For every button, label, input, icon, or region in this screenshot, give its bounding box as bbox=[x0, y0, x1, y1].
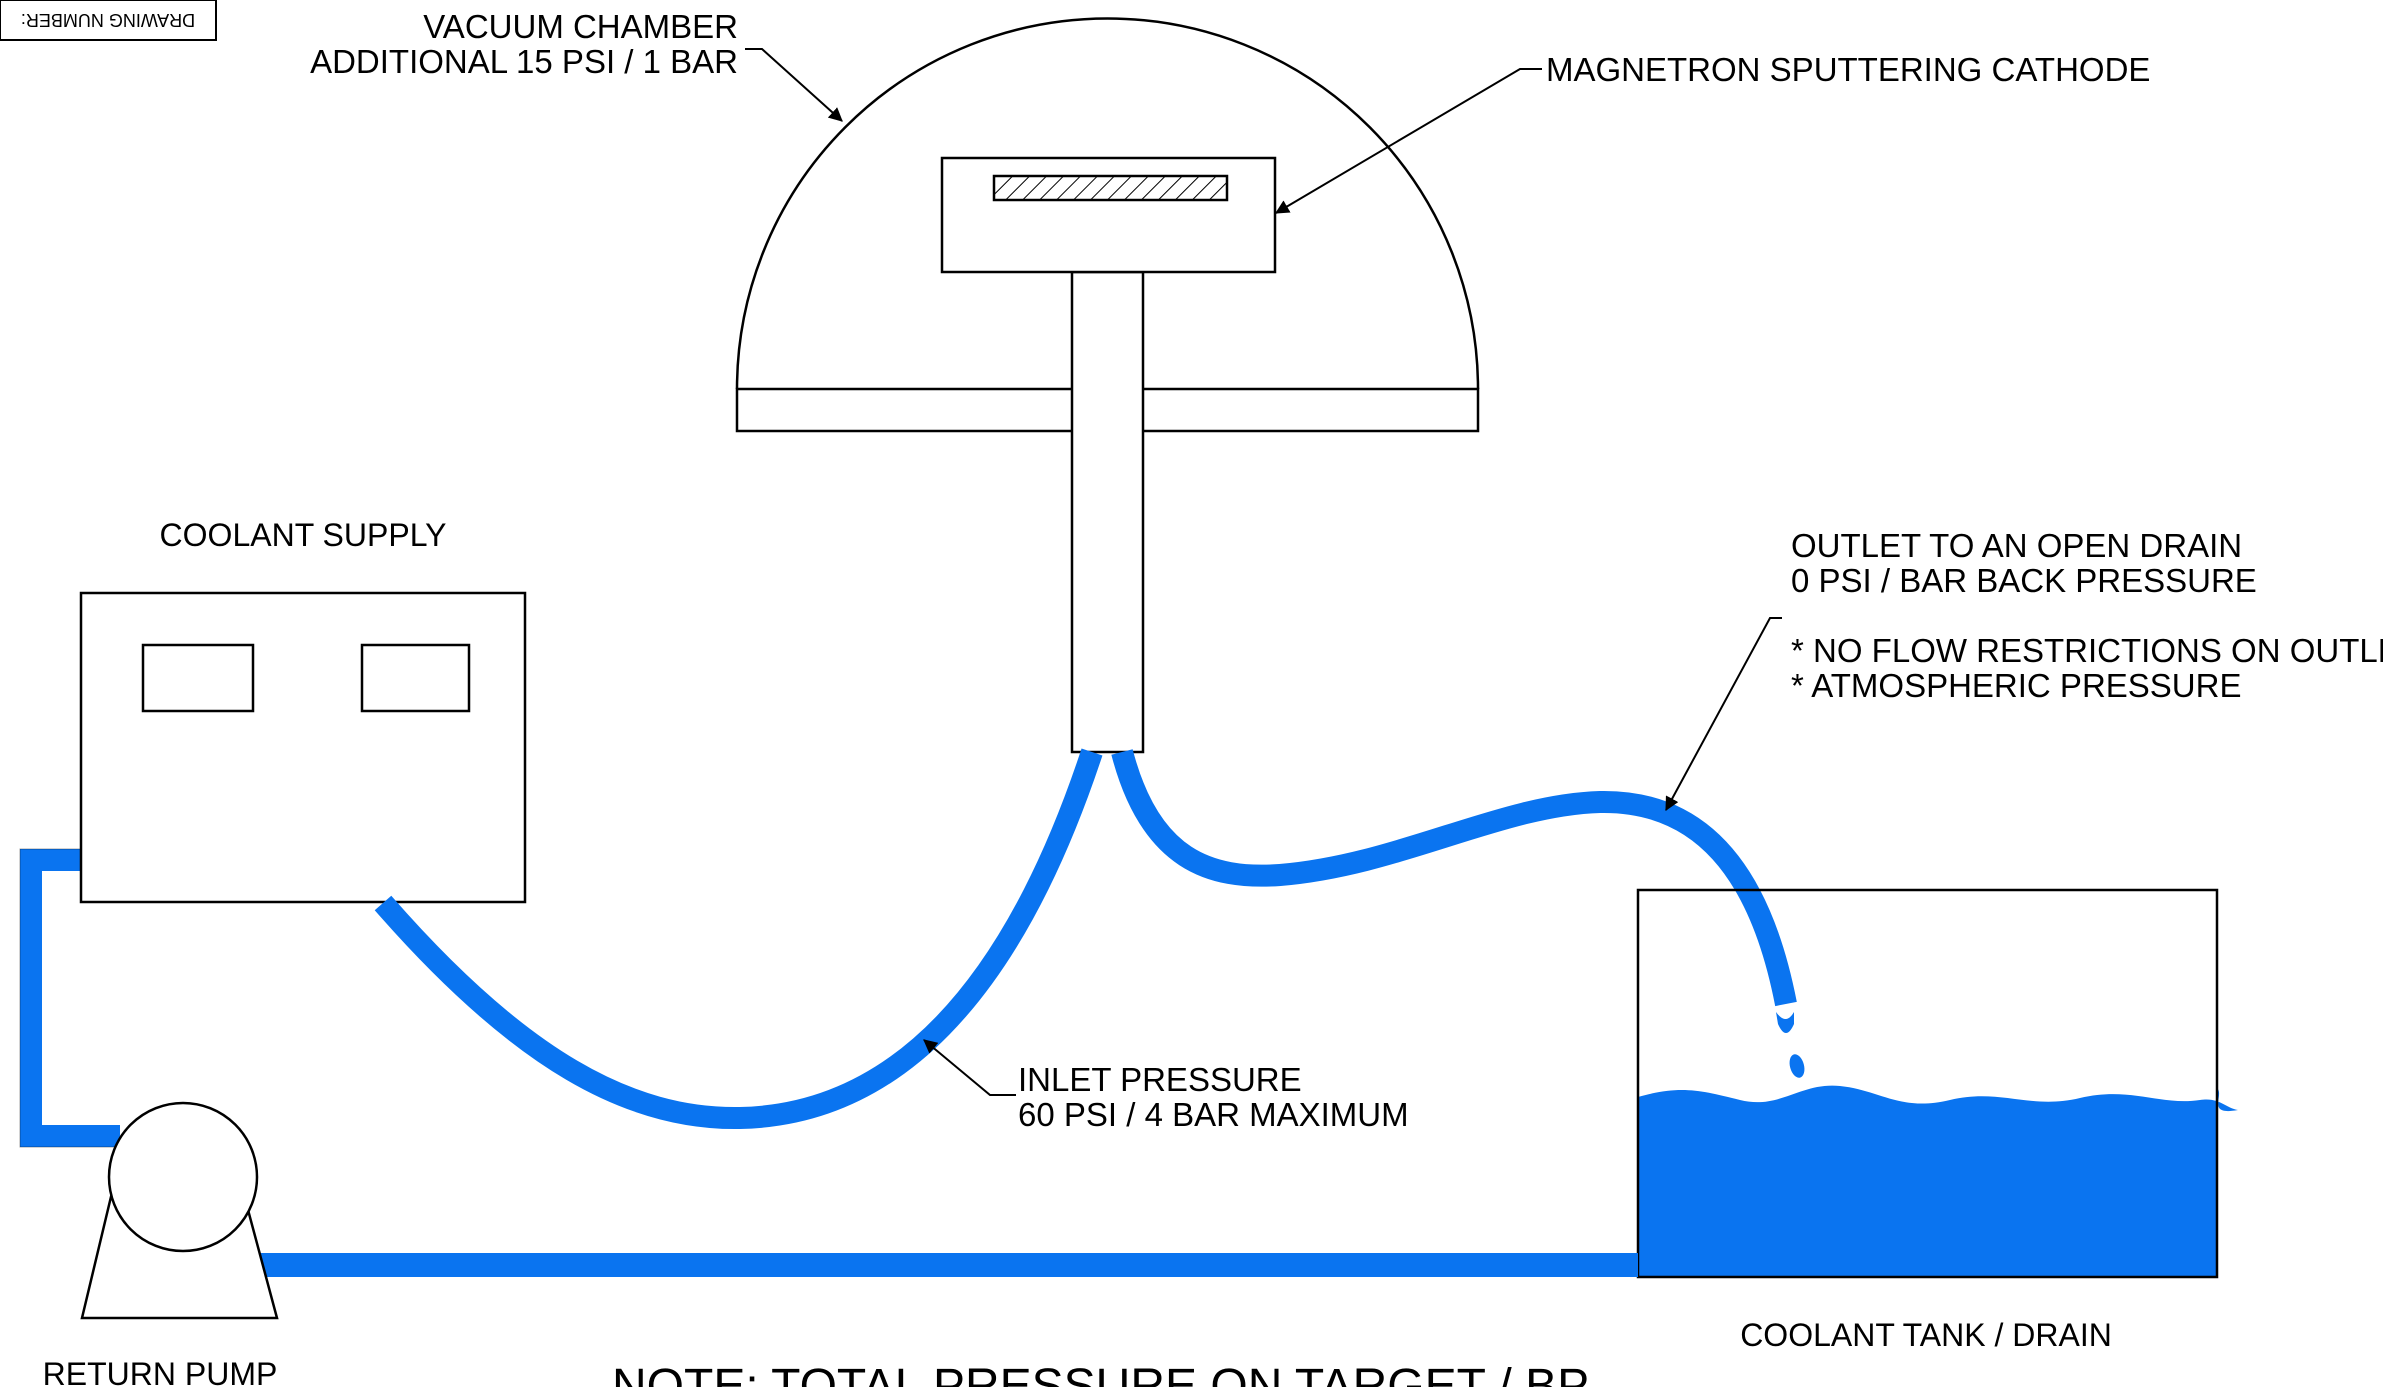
magnetron-cathode bbox=[940, 156, 1277, 274]
outlet-note-2: * ATMOSPHERIC PRESSURE bbox=[1791, 667, 2241, 704]
outlet-leader bbox=[1665, 617, 1782, 812]
outlet-hose bbox=[1111, 749, 1797, 1007]
coolant-tank bbox=[1636, 888, 2238, 1279]
drawing-number-stamp: DRAWING NUMBER: bbox=[0, 0, 217, 41]
outlet-label-2: 0 PSI / BAR BACK PRESSURE bbox=[1791, 562, 2257, 599]
chamber-leader bbox=[745, 48, 843, 122]
supply-display-left bbox=[141, 643, 255, 713]
cathode-label: MAGNETRON SPUTTERING CATHODE bbox=[1546, 51, 2150, 88]
vacuum-chamber-label-2: ADDITIONAL 15 PSI / 1 BAR bbox=[310, 43, 738, 80]
drawing-number-label: DRAWING NUMBER: bbox=[21, 10, 195, 30]
inlet-label-2: 60 PSI / 4 BAR MAXIMUM bbox=[1018, 1096, 1409, 1133]
water-drips bbox=[1776, 1012, 1805, 1078]
supply-display-right bbox=[360, 643, 471, 713]
sputtering-target bbox=[992, 174, 1229, 202]
return-pump-label: RETURN PUMP bbox=[43, 1356, 278, 1387]
outlet-label-1: OUTLET TO AN OPEN DRAIN bbox=[1791, 527, 2242, 564]
inlet-label-1: INLET PRESSURE bbox=[1018, 1061, 1302, 1098]
return-pipe bbox=[250, 1253, 1638, 1277]
total-pressure-note: NOTE: TOTAL PRESSURE ON TARGET / BP bbox=[612, 1360, 1589, 1387]
inlet-leader bbox=[923, 1039, 1016, 1096]
outlet-note-1: * NO FLOW RESTRICTIONS ON OUTLET bbox=[1791, 632, 2383, 669]
inlet-hose bbox=[374, 748, 1103, 1130]
supply-return-hose bbox=[20, 849, 120, 1147]
cathode-stem bbox=[1070, 270, 1145, 754]
coolant-tank-label: COOLANT TANK / DRAIN bbox=[1740, 1317, 2112, 1353]
coolant-supply-label: COOLANT SUPPLY bbox=[160, 517, 447, 553]
return-pump bbox=[80, 1101, 279, 1320]
coolant-supply-unit bbox=[79, 591, 527, 904]
vacuum-chamber-label-1: VACUUM CHAMBER bbox=[423, 8, 738, 45]
cathode-leader bbox=[1274, 68, 1542, 214]
